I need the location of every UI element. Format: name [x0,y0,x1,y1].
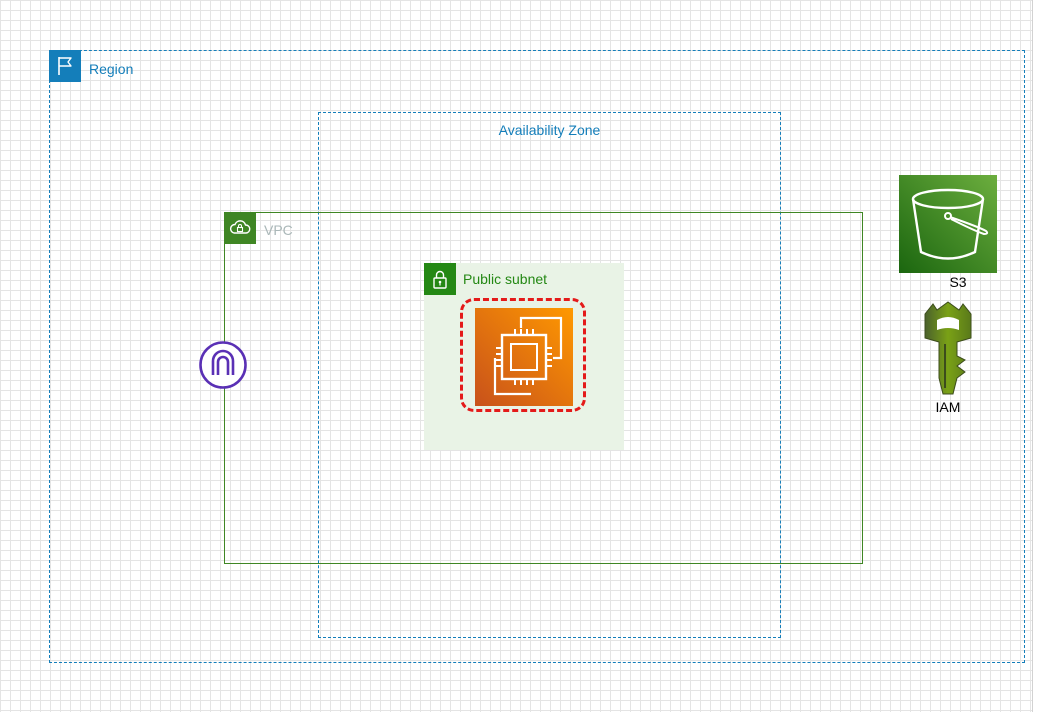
region-group[interactable]: Region [49,50,1025,663]
ec2-selection-highlight [460,298,586,412]
availability-zone-group[interactable]: Availability Zone [318,112,781,638]
availability-zone-label: Availability Zone [498,122,601,138]
padlock-icon [424,263,456,295]
s3-label: S3 [949,274,967,290]
iam-label: IAM [935,399,961,415]
ec2-instance-icon[interactable] [475,308,573,406]
internet-gateway-icon[interactable] [198,340,248,390]
region-flag-icon [49,50,81,82]
vpc-label: VPC [264,222,293,238]
vpc-cloud-lock-icon [224,212,256,244]
region-label: Region [89,61,134,77]
public-subnet-label: Public subnet [463,271,548,287]
iam-key-icon[interactable] [921,300,975,398]
canvas-page-edge [1032,0,1050,712]
s3-bucket-icon[interactable] [899,175,997,273]
